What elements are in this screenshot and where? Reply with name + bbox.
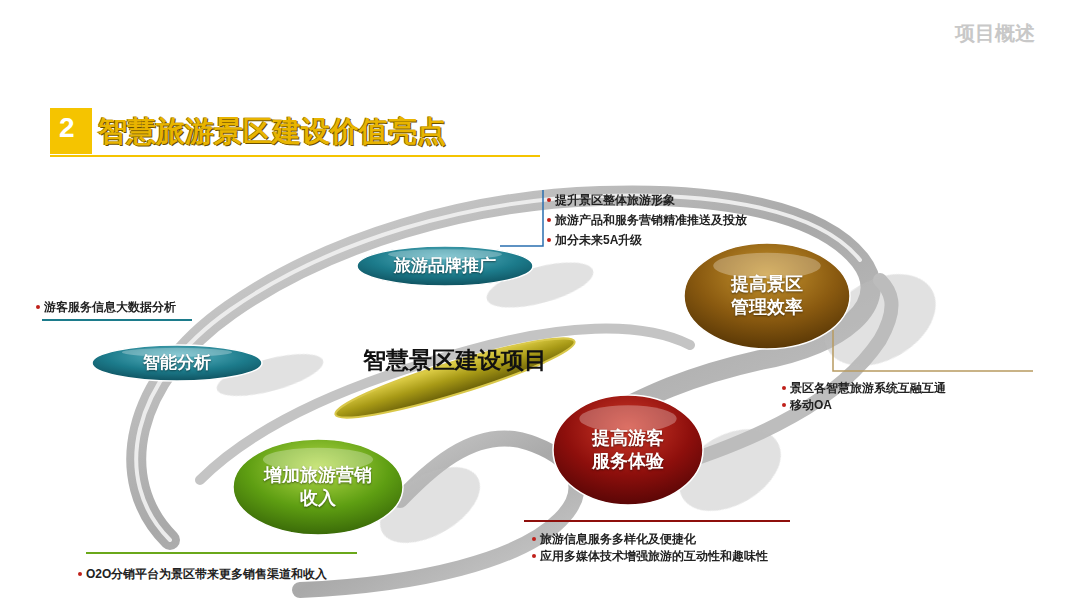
bullet-dot [36, 305, 40, 309]
node-label: 旅游品牌推广 [394, 255, 496, 277]
bullet-text: 旅游产品和服务营销精准推送及投放 [555, 213, 747, 227]
bullet-note: 提升景区整体旅游形象 [555, 192, 675, 209]
bullet-note: 景区各智慧旅游系统互融互通 [790, 380, 946, 397]
node-label: 增加旅游营销 收入 [262, 464, 374, 511]
bullet-dot [547, 218, 551, 222]
highlight-ball: 增加旅游营销 收入 [232, 438, 404, 536]
bullet-dot [782, 403, 786, 407]
bullet-text: 移动OA [790, 398, 832, 412]
bullet-text: 提升景区整体旅游形象 [555, 193, 675, 207]
bullet-dot [532, 537, 536, 541]
node-label: 智慧景区建设项目 [363, 346, 547, 376]
bullet-note: 旅游产品和服务营销精准推送及投放 [555, 212, 747, 229]
bullet-text: 游客服务信息大数据分析 [44, 300, 176, 314]
highlight-ball: 提高景区 管理效率 [683, 242, 851, 350]
title-badge [50, 108, 92, 154]
bullet-note: 旅游信息服务多样化及便捷化 [540, 531, 696, 548]
bullet-dot [532, 554, 536, 558]
bullet-text: 加分未来5A升级 [555, 233, 642, 247]
bullet-note: 游客服务信息大数据分析 [44, 299, 176, 316]
section-number: 2 [59, 112, 75, 144]
slide-title: 智慧旅游景区建设价值亮点 [98, 112, 446, 152]
highlight-ball: 提高游客 服务体验 [552, 394, 704, 506]
watermark: 项目概述 [955, 20, 1035, 47]
node-label: 提高游客 服务体验 [588, 427, 668, 474]
project-core: 智慧景区建设项目 [330, 335, 580, 405]
node-label: 提高景区 管理效率 [727, 273, 807, 320]
node-shape [552, 394, 704, 506]
bullet-note: O2O分销平台为景区带来更多销售渠道和收入 [86, 566, 327, 583]
bullet-dot [782, 386, 786, 390]
bullet-text: O2O分销平台为景区带来更多销售渠道和收入 [86, 567, 327, 581]
highlight-ball: 旅游品牌推广 [356, 245, 534, 287]
bullet-note: 移动OA [790, 397, 832, 414]
node-shape [232, 438, 404, 536]
title-rule [50, 155, 540, 157]
bullet-dot [547, 198, 551, 202]
ribbon [136, 195, 891, 590]
bullet-text: 景区各智慧旅游系统互融互通 [790, 381, 946, 395]
highlight-ball: 智能分析 [91, 344, 263, 382]
leader-lines [42, 190, 1033, 553]
bullet-text: 应用多媒体技术增强旅游的互动性和趣味性 [540, 549, 768, 563]
bullet-note: 加分未来5A升级 [555, 232, 642, 249]
bullet-text: 旅游信息服务多样化及便捷化 [540, 532, 696, 546]
node-shape [683, 242, 851, 350]
bullet-dot [78, 572, 82, 576]
bullet-note: 应用多媒体技术增强旅游的互动性和趣味性 [540, 548, 768, 565]
bullet-dot [547, 238, 551, 242]
node-label: 智能分析 [143, 352, 211, 374]
